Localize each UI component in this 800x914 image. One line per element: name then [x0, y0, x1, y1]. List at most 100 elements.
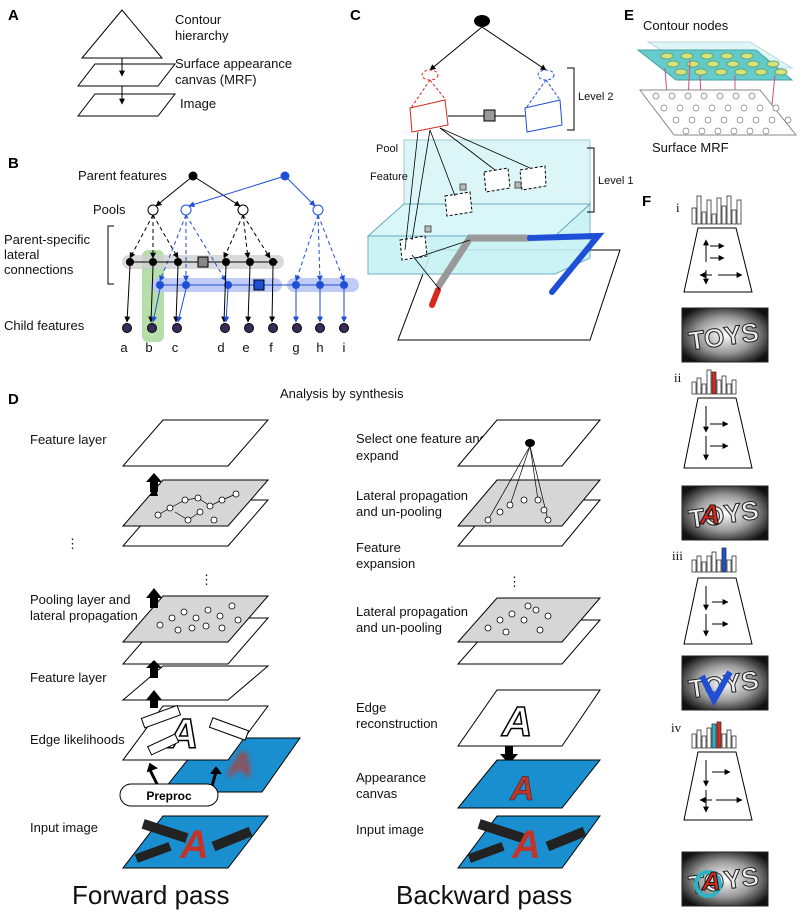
label-contour-nodes: Contour nodes	[643, 18, 729, 33]
child-letter: h	[316, 340, 323, 355]
label-lateral-2: lateral	[4, 247, 40, 262]
step-label: ii	[674, 370, 682, 385]
label-level-2: Level 2	[578, 91, 613, 103]
reconstruction-glyph: A	[501, 698, 532, 745]
lateral-factor	[197, 256, 209, 268]
backward-column: Select one feature and expand Lateral pr…	[356, 419, 602, 910]
surface-layer	[76, 63, 177, 87]
bwd-appearance-2: canvas	[356, 786, 398, 801]
bwd-select-1: Select one feature and	[356, 431, 487, 446]
label-image: Image	[180, 96, 216, 111]
label-child-features: Child features	[4, 318, 85, 333]
toys-image	[681, 307, 769, 363]
label-surface: Surface appearance	[175, 56, 292, 71]
top-node	[474, 15, 490, 27]
child-letter: g	[292, 340, 299, 355]
bwd-edge-1: Edge	[356, 700, 386, 715]
bwd-expansion-1: Feature	[356, 540, 401, 555]
panel-label-b: B	[8, 155, 19, 172]
label-lateral-1: Parent-specific	[4, 232, 90, 247]
label-hierarchy: hierarchy	[175, 28, 229, 43]
level-2-feature-red	[409, 99, 449, 133]
level-2-feature-blue	[524, 99, 563, 133]
bwd-lateral-2: and un-pooling	[356, 504, 442, 519]
label-level-1: Level 1	[598, 175, 633, 187]
step-label: iv	[671, 720, 682, 735]
bwd-expansion-2: expansion	[356, 556, 415, 571]
input-glyph: A	[511, 823, 541, 867]
pool-node	[312, 204, 324, 216]
panel-label-f: F	[642, 193, 651, 210]
panel-b: B Parent features Pools Parent-specific …	[4, 155, 359, 355]
panel-label-a: A	[8, 7, 19, 24]
step-iii: iii TOYS	[672, 547, 769, 711]
label-feature: Feature	[370, 171, 408, 183]
vertical-ellipsis: ⋮	[200, 572, 213, 587]
label-contour: Contour	[175, 12, 222, 27]
child-letter: e	[242, 340, 249, 355]
child-letter: f	[269, 340, 273, 355]
pool-node	[237, 204, 249, 216]
step-iv: iv TOYS A	[671, 720, 769, 907]
label-surface-mrf: Surface MRF	[652, 140, 729, 155]
label-canvas: canvas (MRF)	[175, 72, 257, 87]
panel-f: F i TOYS ii	[642, 193, 769, 907]
contour-triangle	[80, 9, 164, 59]
vertical-ellipsis: ⋮	[66, 536, 79, 551]
forward-pass-caption: Forward pass	[72, 880, 230, 910]
toys-image	[681, 485, 769, 541]
bracket	[107, 225, 114, 285]
preproc-label: Preproc	[146, 789, 192, 803]
child-letter: i	[343, 340, 346, 355]
fwd-pooling-2: lateral propagation	[30, 608, 138, 623]
backward-pass-caption: Backward pass	[396, 880, 572, 910]
forward-column: Feature layer ⋮ ⋮ Pooling layer and l	[30, 419, 301, 910]
pool-node	[147, 204, 159, 216]
level-2-lateral	[483, 109, 496, 122]
step-ii: ii TOYS A	[674, 369, 769, 541]
bwd-lateral-4: and un-pooling	[356, 620, 442, 635]
fwd-pooling-1: Pooling layer and	[30, 592, 130, 607]
bwd-select-2: expand	[356, 448, 399, 463]
preproc-box	[119, 783, 219, 807]
bwd-input-image: Input image	[356, 822, 424, 837]
level-1-top	[366, 203, 592, 237]
step-label: i	[676, 200, 680, 215]
overlay-glyph: A	[699, 499, 720, 530]
panel-e: E Contour nodes Surface MRF	[624, 7, 798, 155]
child-letter: b	[145, 340, 152, 355]
step-i: i TOYS	[676, 195, 769, 363]
bwd-lateral-3: Lateral propagation	[356, 604, 468, 619]
bwd-edge-2: reconstruction	[356, 716, 438, 731]
child-letter: c	[172, 340, 179, 355]
child-letter: d	[217, 340, 224, 355]
label-pools: Pools	[93, 202, 126, 217]
image-layer	[76, 93, 177, 117]
child-letter: a	[120, 340, 128, 355]
fwd-feature-layer: Feature layer	[30, 670, 107, 685]
fwd-feature-layer-top: Feature layer	[30, 432, 107, 447]
vertical-ellipsis: ⋮	[508, 574, 521, 589]
panel-c: C Level 2 Level 1 Pool Feature	[350, 7, 633, 341]
fwd-edge-likelihoods: Edge likelihoods	[30, 732, 125, 747]
lateral-factor	[253, 279, 265, 291]
panel-label-e: E	[624, 7, 634, 24]
pool-node	[180, 204, 192, 216]
label-analysis-by-synthesis: Analysis by synthesis	[280, 386, 404, 401]
input-glyph: A	[179, 823, 209, 867]
panel-label-c: C	[350, 7, 361, 24]
step-label: iii	[672, 548, 683, 563]
green-highlight	[142, 250, 164, 342]
panel-d: D Analysis by synthesis Feature layer ⋮ …	[8, 386, 602, 910]
appearance-glyph: A	[509, 770, 535, 808]
bwd-lateral-1: Lateral propagation	[356, 488, 468, 503]
panel-label-d: D	[8, 391, 19, 408]
panel-a: A Contour hierarchy Surface appearance c…	[8, 7, 292, 117]
fwd-input-image: Input image	[30, 820, 98, 835]
label-lateral-3: connections	[4, 262, 74, 277]
label-parent-features: Parent features	[78, 168, 167, 183]
overlay-glyph: A	[701, 866, 721, 896]
bwd-appearance-1: Appearance	[356, 770, 426, 785]
label-pool: Pool	[376, 143, 398, 155]
